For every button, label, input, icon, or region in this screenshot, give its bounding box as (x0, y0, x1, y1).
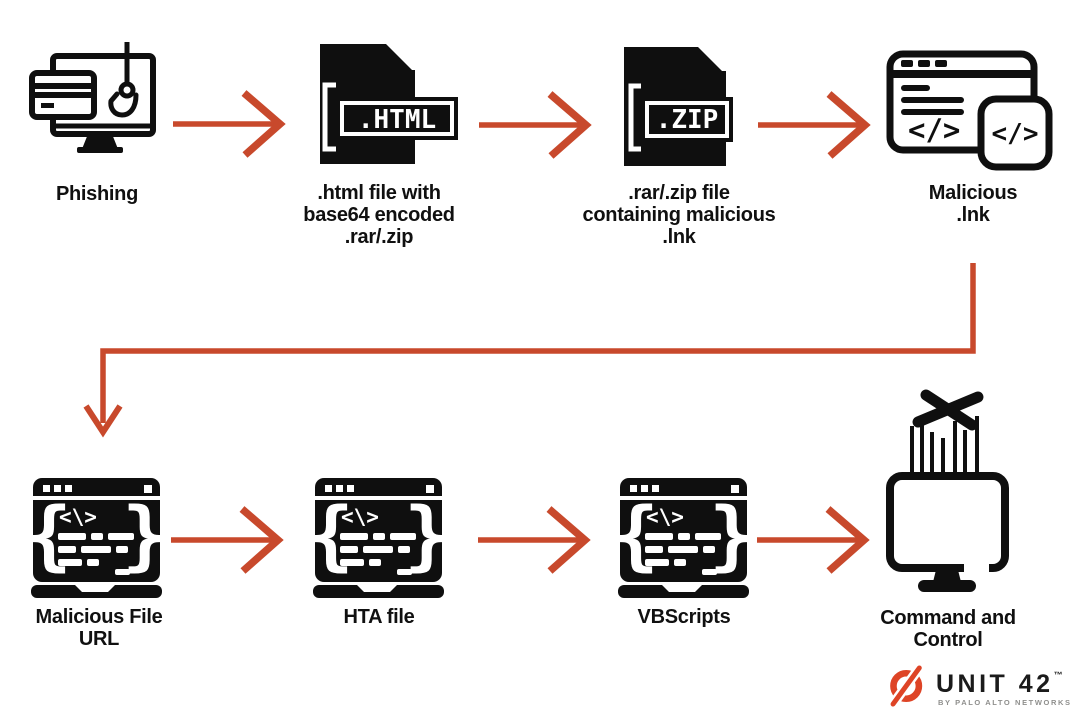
malicious-lnk-icon: </> </> (886, 50, 1053, 171)
html-file-label: .html file with base64 encoded .rar/.zip (303, 182, 455, 248)
malicious-url-icon (31, 478, 163, 600)
phishing-label: Phishing (55, 183, 139, 205)
connector-arrow (83, 263, 976, 438)
arrow-icon-5 (476, 505, 592, 575)
unit42-logo-mark-icon (888, 663, 925, 709)
hta-file-icon (313, 478, 445, 600)
vbscripts-icon (618, 478, 750, 600)
vbscripts-label: VBScripts (637, 606, 731, 628)
trademark-symbol: ™ (1053, 670, 1063, 680)
zip-file-icon: .ZIP (624, 47, 733, 166)
arrow-icon-2 (477, 90, 593, 160)
arrow-icon-3 (756, 90, 872, 160)
svg-text:</>: </> (992, 119, 1039, 149)
malicious-lnk-label: Malicious .lnk (928, 182, 1018, 226)
arrow-icon-4 (169, 505, 285, 575)
command-control-icon (886, 389, 1009, 592)
zip-badge: .ZIP (656, 105, 719, 135)
command-control-label: Command and Control (880, 607, 1016, 651)
html-badge: .HTML (358, 105, 436, 135)
arrow-icon-6 (755, 505, 871, 575)
unit42-brand: UNIT 42™ (936, 670, 1063, 698)
phishing-icon (29, 42, 156, 153)
hta-file-label: HTA file (343, 606, 415, 628)
svg-text:</>: </> (908, 113, 960, 147)
zip-file-label: .rar/.zip file containing malicious .lnk (582, 182, 776, 248)
malicious-url-label: Malicious File URL (35, 606, 163, 650)
arrow-icon-1 (171, 89, 287, 159)
unit42-tagline: BY PALO ALTO NETWORKS (938, 698, 1072, 707)
html-file-icon: .HTML (320, 44, 458, 164)
